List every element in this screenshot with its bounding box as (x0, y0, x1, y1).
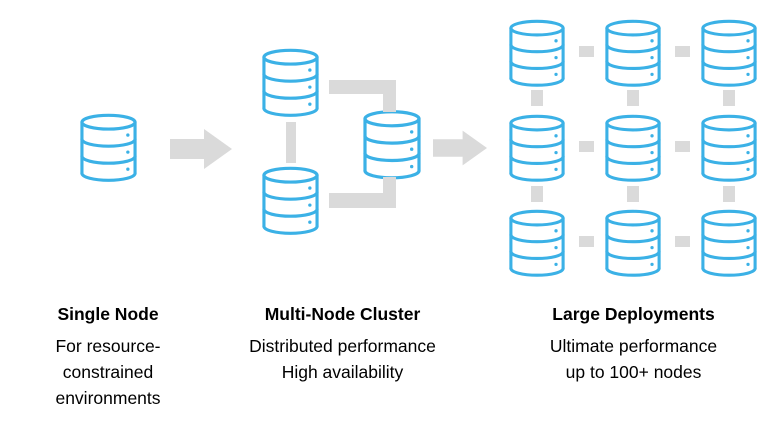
database-icon (362, 110, 422, 180)
stage-description-line: Distributed performance (249, 336, 436, 356)
database-icon (508, 19, 566, 88)
connector-horizontal (675, 46, 690, 57)
stage-description-line: Ultimate performance (549, 336, 718, 356)
connector-elbow-top-vertical (383, 80, 396, 112)
connector-elbow-top-horizontal (329, 80, 396, 94)
arrow-right-icon (433, 128, 487, 168)
stage-description-line: up to 100+ nodes (565, 362, 702, 382)
connector-elbow-bottom-vertical (383, 177, 396, 208)
stage-description-line: High availability (281, 362, 404, 382)
connector-horizontal (579, 236, 594, 247)
connector-vertical (627, 186, 639, 202)
database-icon (508, 114, 566, 183)
stage-description-line: environments (55, 388, 161, 408)
connector-vertical (627, 90, 639, 106)
database-icon (604, 209, 662, 278)
database-icon (508, 209, 566, 278)
connector-elbow-bottom-horizontal (329, 193, 396, 208)
connector-vertical (723, 186, 735, 202)
database-icon (700, 209, 758, 278)
stage-title: Single Node (57, 304, 159, 324)
stage-title: Multi-Node Cluster (264, 304, 421, 324)
connector-vertical (723, 90, 735, 106)
arrow-right-icon (170, 129, 232, 169)
database-icon (604, 19, 662, 88)
database-icon (604, 114, 662, 183)
database-icon (79, 113, 138, 183)
stage-title: Large Deployments (552, 304, 715, 324)
database-icon (261, 48, 320, 118)
database-icon (261, 166, 320, 236)
stage-description-line: For resource- (55, 336, 161, 356)
connector-horizontal (675, 141, 690, 152)
caption-large-deployments: Large Deployments Ultimate performance u… (521, 301, 746, 385)
database-icon (700, 19, 758, 88)
caption-multi-node-cluster: Multi-Node Cluster Distributed performan… (230, 301, 455, 385)
database-icon (700, 114, 758, 183)
connector-vertical (286, 122, 296, 163)
connector-horizontal (579, 46, 594, 57)
connector-vertical (531, 186, 543, 202)
stage-description-line: constrained (62, 362, 154, 382)
connector-horizontal (675, 236, 690, 247)
caption-single-node: Single Node For resource- constrained en… (8, 301, 208, 411)
connector-vertical (531, 90, 543, 106)
connector-horizontal (579, 141, 594, 152)
